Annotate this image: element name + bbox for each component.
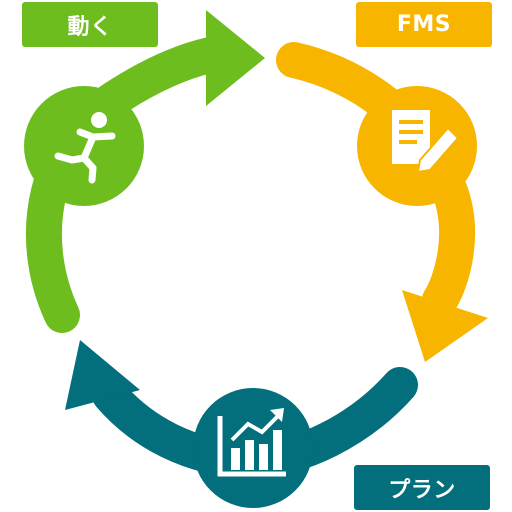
node-move bbox=[24, 86, 144, 206]
arrowhead-plan bbox=[65, 340, 140, 410]
running-person-icon bbox=[54, 112, 116, 184]
stage-label-move: 動く bbox=[22, 2, 158, 47]
growth-chart-icon bbox=[217, 408, 286, 477]
stage-label-fms: FMS bbox=[356, 2, 492, 47]
arrowhead-fms bbox=[402, 290, 488, 362]
document-pencil-icon bbox=[392, 110, 460, 174]
stage-label-plan: プラン bbox=[354, 465, 490, 510]
arrowhead-move bbox=[206, 10, 265, 106]
